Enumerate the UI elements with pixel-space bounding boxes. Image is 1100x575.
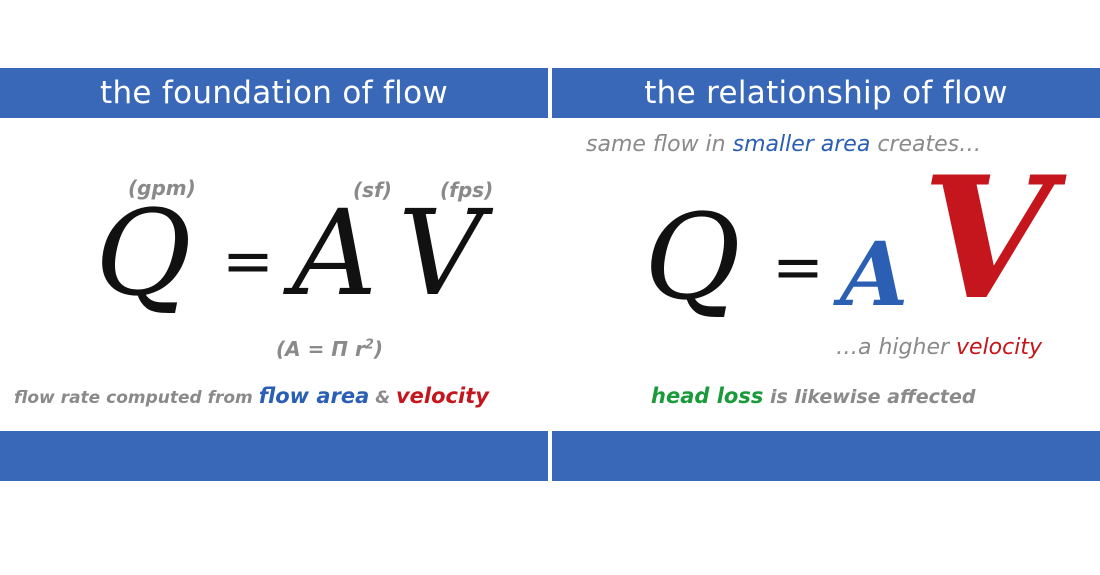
relationship-title-bar: the relationship of flow — [552, 68, 1100, 118]
caption-flow-area: flow area — [258, 384, 370, 408]
caption-head-loss: head loss — [651, 384, 764, 408]
foundation-panel: the foundation of flow (gpm) (sf) (fps) … — [0, 68, 548, 481]
velocity-v-symbol: V — [398, 184, 484, 322]
relationship-caption: head loss is likewise affected — [651, 384, 976, 408]
flow-q-symbol-right: Q — [644, 188, 741, 326]
area-formula-exponent: 2 — [364, 337, 374, 353]
smaller-area-prefix: same flow in — [586, 132, 733, 157]
higher-velocity-note: …a higher velocity — [836, 335, 1042, 360]
smaller-area-suffix: creates… — [870, 132, 982, 157]
caption-amp: & — [369, 388, 396, 408]
equals-sign: = — [222, 224, 274, 297]
foundation-title: the foundation of flow — [100, 75, 448, 111]
caption-velocity: velocity — [395, 384, 489, 408]
unit-fps-label: (fps) — [440, 178, 494, 202]
area-a-symbol: A — [292, 184, 378, 322]
relationship-bottom-bar — [552, 431, 1100, 481]
large-velocity-v-symbol: V — [922, 139, 1053, 337]
relationship-panel: the relationship of flow same flow in sm… — [552, 68, 1100, 481]
caption-prefix: flow rate computed from — [14, 388, 259, 408]
smaller-area-highlight: smaller area — [732, 132, 871, 157]
caption-likewise: is likewise affected — [763, 386, 976, 408]
foundation-title-bar: the foundation of flow — [0, 68, 548, 118]
unit-gpm-label: (gpm) — [128, 176, 196, 200]
area-formula-suffix: ) — [373, 337, 384, 361]
foundation-bottom-bar — [0, 431, 548, 481]
small-area-a-symbol: A — [840, 222, 909, 326]
relationship-title: the relationship of flow — [644, 75, 1008, 111]
area-formula-label: (A = Π r2) — [276, 337, 383, 361]
unit-sf-label: (sf) — [353, 178, 392, 202]
flow-q-symbol: Q — [95, 184, 192, 322]
higher-velocity-prefix: …a higher — [836, 335, 957, 360]
foundation-caption: flow rate computed from flow area & velo… — [14, 384, 489, 408]
equals-sign-right: = — [772, 230, 824, 303]
area-formula-prefix: (A = Π r — [276, 337, 365, 361]
smaller-area-note: same flow in smaller area creates… — [586, 132, 981, 157]
higher-velocity-highlight: velocity — [956, 335, 1042, 360]
